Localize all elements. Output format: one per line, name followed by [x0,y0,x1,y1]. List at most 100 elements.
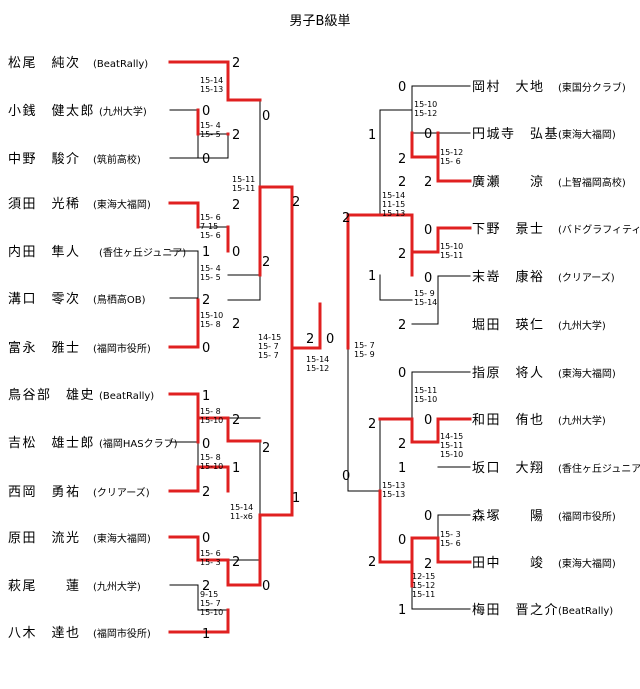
bracket-lines [168,60,472,634]
final-game-scores: 15-14 [306,355,329,364]
score: 2 [368,417,376,432]
player-club: (東海大福岡) [93,532,151,545]
score: 0 [342,469,350,484]
game-scores: 15-13 [200,85,223,94]
game-scores: 9-15 [200,590,218,599]
game-scores: 15-13 [382,209,405,218]
player-club: (東海大福岡) [93,198,151,211]
game-scores: 15-10 [414,395,437,404]
player-name: 和田 侑也 [472,413,545,428]
game-scores: 15-11 [440,441,463,450]
score: 0 [202,341,210,356]
game-scores: 15- 4 [200,121,221,130]
game-scores: 15- 9 [354,350,375,359]
score: 2 [232,56,240,71]
score: 1 [292,491,300,506]
game-scores: 15-13 [382,481,405,490]
game-scores: 15- 6 [200,231,221,240]
final-score: 0 [326,332,334,347]
player-club: (福岡市役所) [93,342,151,355]
game-scores: 15- 4 [200,264,221,273]
score: 2 [424,557,432,572]
player-name: 廣瀬 涼 [472,175,545,190]
player-name: 原田 流光 [8,531,81,546]
score: 2 [342,211,350,226]
player-name: 溝口 零次 [8,291,81,307]
game-scores: 15- 3 [200,558,221,567]
bracket-title: 男子B級単 [289,14,351,29]
game-scores: 14-15 [258,333,281,342]
game-scores: 15-10 [200,608,223,617]
game-scores: 15-14 [414,298,437,307]
score: 0 [398,366,406,381]
score: 2 [292,195,300,210]
game-scores: 15- 8 [200,407,221,416]
game-scores: 11-15 [382,200,405,209]
game-scores: 15-12 [414,109,437,118]
final-game-scores: 15-12 [306,364,329,373]
final-score: 2 [306,332,314,347]
score: 0 [424,413,432,428]
game-scores: 15-10 [440,450,463,459]
player-club: (九州大学) [558,319,606,332]
player-name: 下野 景士 [472,222,545,237]
game-scores: 15- 8 [200,453,221,462]
score: 0 [202,104,210,119]
player-name: 須田 光稀 [8,197,81,212]
game-scores: 15-14 [230,503,253,512]
game-scores: 15-14 [382,191,405,200]
player-club: (上智福岡高校) [558,176,626,189]
game-scores: 7-15 [200,222,218,231]
game-scores: 15-10 [200,311,223,320]
player-club: (BeatRally) [99,391,154,402]
score: 0 [262,579,270,594]
score: 2 [262,441,270,456]
player-name: 坂口 大翔 [472,461,545,476]
player-club: (福岡HASクラブ) [99,437,178,450]
player-club: (東海大福岡) [558,367,616,380]
score: 2 [398,318,406,333]
player-name: 中野 駿介 [8,152,81,167]
game-scores: 15- 7 [354,341,375,350]
score: 1 [368,128,376,143]
score: 1 [202,627,210,642]
game-scores: 15- 6 [440,157,461,166]
score: 0 [202,152,210,167]
score: 0 [424,223,432,238]
score: 2 [398,437,406,452]
player-name: 西岡 勇祐 [8,485,81,500]
player-club: (九州大学) [99,105,147,118]
score: 1 [202,389,210,404]
player-name: 田中 竣 [472,556,545,571]
player-club: (香住ヶ丘ジュニア) [558,462,640,475]
game-scores: 15-12 [412,581,435,590]
player-name: 吉松 雄士郎 [8,436,95,451]
game-scores: 15-10 [440,242,463,251]
score: 0 [202,437,210,452]
game-scores: 15- 5 [200,273,221,282]
score: 1 [368,269,376,284]
player-club: (東海大福岡) [558,128,616,141]
player-club: (東海大福岡) [558,557,616,570]
score: 2 [202,579,210,594]
player-club: (鳥栖高OB) [93,293,146,306]
score: 0 [424,127,432,142]
score: 1 [398,461,406,476]
game-scores: 15-14 [200,76,223,85]
game-scores: 15-13 [382,490,405,499]
game-scores: 15-11 [440,251,463,260]
player-club: (福岡市役所) [93,627,151,640]
game-scores: 15-11 [232,184,255,193]
player-club: (BeatRally) [558,606,613,617]
game-scores: 15- 7 [258,351,279,360]
game-scores: 12-15 [412,572,435,581]
score: 2 [232,413,240,428]
player-name: 梅田 晋之介 [472,603,559,618]
game-scores: 15-12 [440,148,463,157]
game-scores: 15-11 [412,590,435,599]
game-scores: 14-15 [440,432,463,441]
game-scores: 15- 6 [440,539,461,548]
player-club: (筑前高校) [93,153,141,166]
game-scores: 15- 6 [200,549,221,558]
player-club: (福岡市役所) [558,510,616,523]
